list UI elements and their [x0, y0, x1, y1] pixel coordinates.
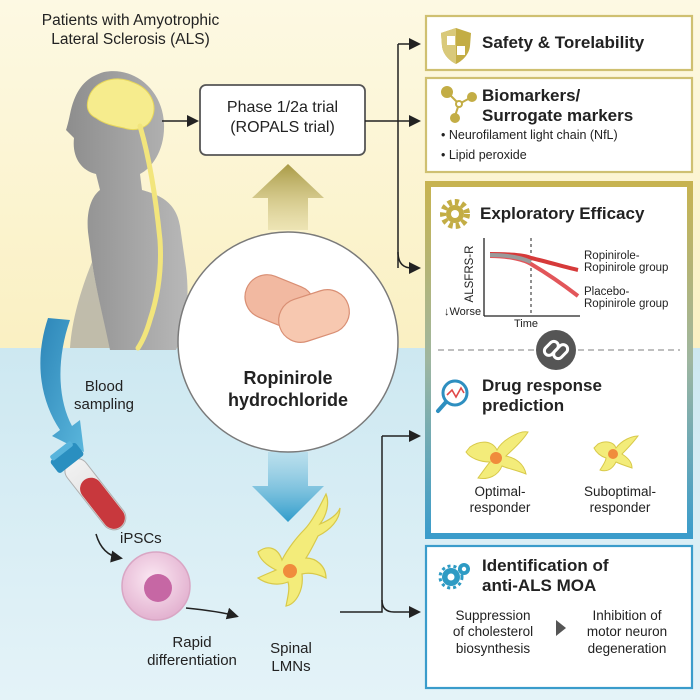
- blue-down-arrow: [252, 452, 324, 522]
- spinal-lmn-label: Spinal LMNs: [270, 640, 312, 676]
- efficacy-title: Exploratory Efficacy: [480, 204, 645, 223]
- suboptimal-responder-label: Suboptimal- responder: [583, 484, 657, 516]
- chart-ylabel: ALSFRS-R: [464, 245, 476, 303]
- neuron-optimal-icon: [465, 431, 529, 479]
- gears-icon: [438, 563, 470, 590]
- series-placebo-label: Placebo- Ropinirole group: [584, 286, 669, 310]
- safety-title: Safety & Torelability: [482, 33, 645, 52]
- rapid-differentiation-label: Rapid differentiation: [147, 634, 237, 670]
- shield-icon: [441, 28, 471, 64]
- neuron-suboptimal-icon: [593, 435, 640, 472]
- patients-label: Patients with Amyotrophic Lateral Sclero…: [41, 12, 220, 48]
- moa-left-label: Suppression of cholesterol biosynthesis: [452, 608, 534, 656]
- ipsc-label: iPSCs: [120, 530, 162, 547]
- biomarker-bullet: • Lipid peroxide: [441, 148, 527, 162]
- moa-title: Identification of anti-ALS MOA: [482, 556, 609, 596]
- pill-icons: [244, 274, 350, 343]
- moa-arrow-icon: [556, 620, 566, 636]
- biomarker-bullet: • Neurofilament light chain (NfL): [441, 128, 618, 142]
- patient-silhouette: [66, 71, 188, 351]
- optimal-responder-label: Optimal- responder: [469, 484, 531, 516]
- blood-sampling-label: Blood sampling: [73, 378, 135, 414]
- spinal-lmn-icon: [256, 492, 341, 607]
- efficacy-chart: [483, 238, 580, 317]
- safety-box: [424, 14, 694, 72]
- blood-tube-icon: [50, 441, 127, 531]
- series-ropinirole-label: Ropinirole- Ropinirole group: [584, 250, 669, 274]
- search-analytics-icon: [436, 379, 469, 413]
- gear-icon: [440, 199, 470, 229]
- trial-label: Phase 1/2a trial (ROPALS trial): [226, 99, 339, 136]
- drug-circle: [177, 231, 399, 453]
- chart-worse-label: ↓Worse: [444, 306, 482, 318]
- biomarkers-title: Biomarkers/ Surrogate markers: [482, 86, 634, 126]
- moa-right-label: Inhibition of motor neuron degeneration: [586, 608, 668, 656]
- moa-box: [424, 544, 694, 690]
- ipsc-cell-icon: [121, 551, 191, 621]
- blood-sampling-arrow: [40, 318, 84, 452]
- gold-up-arrow: [252, 164, 324, 230]
- trial-box: [199, 84, 366, 156]
- chart-xlabel: Time: [514, 318, 539, 330]
- prediction-title: Drug response prediction: [482, 376, 602, 416]
- molecule-icon: [441, 86, 477, 123]
- drug-label: Ropinirole hydrochloride: [227, 368, 348, 410]
